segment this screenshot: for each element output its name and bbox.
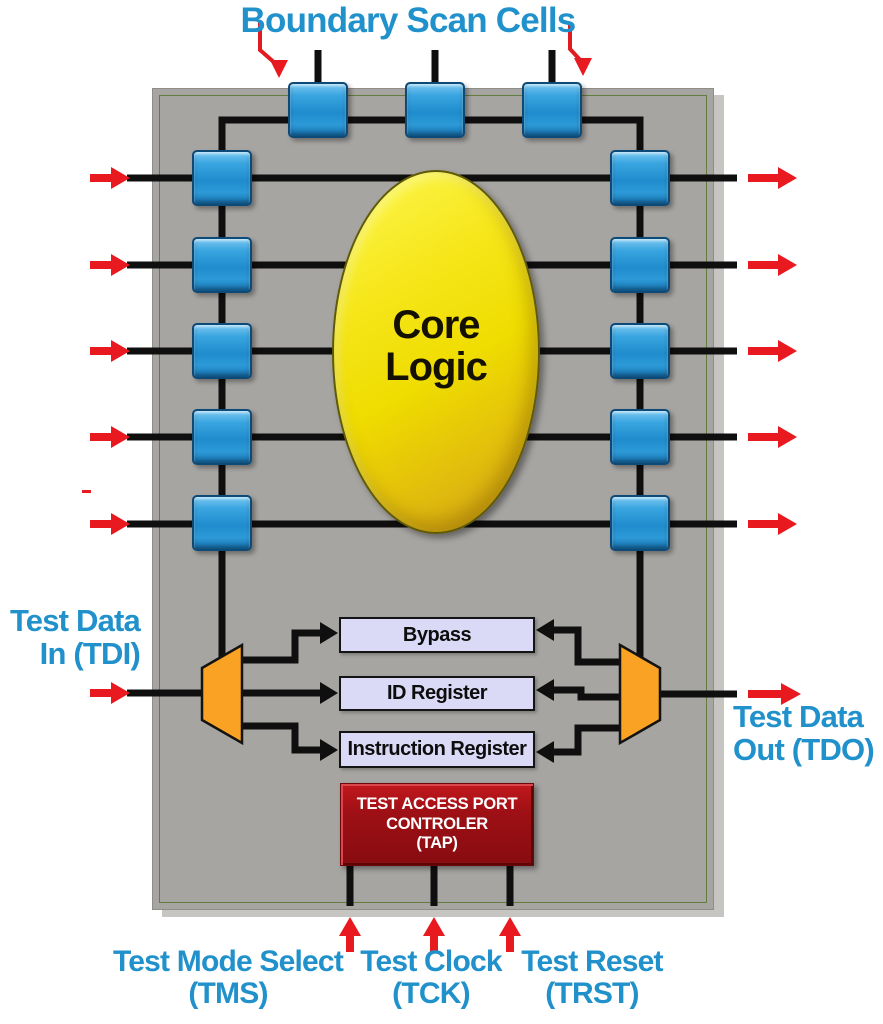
tap-label-line3: (TAP) — [416, 834, 458, 853]
output-arrow-icon — [748, 254, 797, 276]
title-connector-left — [258, 22, 278, 66]
trst-label-line2: (TRST) — [545, 977, 639, 1011]
diagram-title: Boundary Scan Cells — [240, 1, 577, 40]
trst-arrow-icon — [499, 917, 521, 952]
mux-to-instruction-line-right — [554, 724, 624, 756]
tms-label-line2: (TMS) — [188, 977, 268, 1011]
output-arrow-icon — [748, 426, 797, 448]
input-arrow-icon — [90, 513, 130, 535]
trst-label: Test Reset (TRST) — [514, 945, 670, 1011]
tms-label-line1: Test Mode Select — [112, 945, 344, 978]
tdo-mux — [618, 642, 662, 746]
red-dash-mark — [82, 490, 91, 493]
arrowhead-id-left-icon — [320, 682, 338, 704]
arrowhead-bypass-left-icon — [320, 622, 338, 644]
boundary-scan-cell — [192, 150, 252, 206]
tdo-label: Test Data Out (TDO) — [733, 700, 883, 767]
tdi-arrow-icon — [90, 682, 130, 704]
tms-arrow-icon — [339, 917, 361, 952]
boundary-scan-cell — [192, 237, 252, 293]
input-arrow-icon — [90, 340, 130, 362]
title-connector-right — [568, 24, 584, 64]
boundary-scan-cell — [610, 495, 670, 551]
tdi-mux — [200, 642, 244, 746]
boundary-scan-cell — [610, 323, 670, 379]
boundary-scan-cell — [192, 495, 252, 551]
boundary-scan-cell — [610, 150, 670, 206]
tdo-label-line2: Out (TDO) — [733, 732, 875, 768]
arrowhead-bypass-right-icon — [536, 619, 554, 641]
core-logic-label-line1: Core — [392, 303, 480, 347]
output-arrow-icon — [748, 167, 797, 189]
arrowhead-instruction-left-icon — [320, 739, 338, 761]
output-arrow-icon — [748, 513, 797, 535]
tdo-label-line1: Test Data — [733, 699, 864, 734]
tck-arrow-icon — [423, 917, 445, 952]
boundary-scan-cell — [610, 409, 670, 465]
mux-to-id-line-right — [554, 686, 624, 701]
bypass-register: Bypass — [339, 617, 535, 653]
boundary-scan-cell — [522, 82, 582, 138]
boundary-scan-cell — [192, 323, 252, 379]
mux-to-bypass-line — [238, 629, 320, 664]
arrowhead-instruction-right-icon — [536, 741, 554, 763]
output-arrow-icon — [748, 340, 797, 362]
tms-label: Test Mode Select (TMS) — [104, 945, 352, 1011]
tdi-label-line2: In (TDI) — [39, 636, 141, 672]
core-logic-label-line2: Logic — [385, 345, 488, 389]
tdi-label-line1: Test Data — [9, 603, 141, 638]
boundary-scan-cell — [405, 82, 465, 138]
trst-label-line1: Test Reset — [521, 945, 663, 978]
input-arrow-icon — [90, 254, 130, 276]
tck-label-line2: (TCK) — [392, 977, 470, 1011]
boundary-scan-cell — [610, 237, 670, 293]
id-register: ID Register — [339, 676, 535, 711]
tap-controller: TEST ACCESS PORT CONTROLER (TAP) — [340, 783, 534, 866]
boundary-scan-cell — [192, 409, 252, 465]
boundary-scan-cell — [288, 82, 348, 138]
mux-to-instruction-line — [238, 722, 320, 754]
tap-label-line2: CONTROLER — [386, 814, 488, 833]
core-logic: Core Logic — [332, 170, 540, 534]
tap-label-line1: TEST ACCESS PORT — [356, 794, 518, 813]
tdi-label: Test Data In (TDI) — [6, 603, 141, 672]
tck-label-line1: Test Clock — [360, 945, 502, 978]
input-arrow-icon — [90, 167, 130, 189]
title-pointer-right-icon — [574, 58, 592, 76]
arrowhead-id-right-icon — [536, 679, 554, 701]
instruction-register: Instruction Register — [339, 731, 535, 768]
tck-label: Test Clock (TCK) — [352, 945, 510, 1011]
input-arrow-icon — [90, 426, 130, 448]
tdo-arrow-icon — [748, 683, 801, 705]
mux-to-bypass-line-right — [554, 626, 624, 666]
